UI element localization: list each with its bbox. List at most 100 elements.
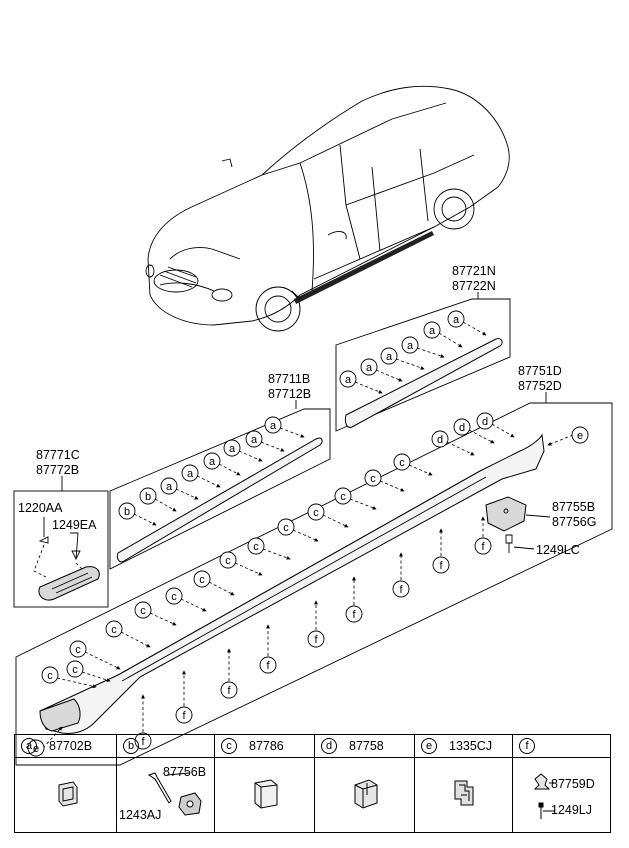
leader-line xyxy=(262,548,291,560)
callout-circle-c xyxy=(334,487,352,505)
clip-e-icon xyxy=(454,780,474,806)
clip-and-screw-f-icon xyxy=(533,773,555,819)
legend-code-d: 87758 xyxy=(349,739,384,753)
legend-part-1243AJ: 1243AJ xyxy=(119,808,162,822)
legend-cell-e: e 1335CJ xyxy=(415,735,513,832)
callout-circle-c xyxy=(277,518,295,536)
callout-letter-c: c xyxy=(225,555,231,567)
callout-letter-a: a xyxy=(229,443,236,455)
callout-letter-f: f xyxy=(141,736,145,748)
leader-line xyxy=(322,514,349,528)
callout-letter-a: a xyxy=(386,351,393,363)
callout-letter-a: a xyxy=(366,362,373,374)
leader-line xyxy=(260,441,285,452)
callout-letter-f: f xyxy=(314,634,318,646)
legend-cell-b: b 87756B 1243AJ xyxy=(117,735,215,832)
label-87721N: 87721N xyxy=(452,264,496,278)
clip-group: 87771C 87772B 1220AA 1249EA xyxy=(13,448,109,608)
leader-line xyxy=(238,450,263,462)
callout-letter-b: b xyxy=(145,491,151,503)
callout-circle-b xyxy=(139,487,157,505)
callout-circle-a xyxy=(380,347,398,365)
screw-and-clip-b-icon xyxy=(147,772,202,816)
clip-d-icon xyxy=(354,779,378,809)
callout-letter-a: a xyxy=(187,468,194,480)
leader-line xyxy=(416,347,445,358)
callout-circle-f xyxy=(259,656,277,674)
callout-letter-c: c xyxy=(111,624,117,636)
callout-letter-a: a xyxy=(166,481,173,493)
callout-circle-f xyxy=(175,706,193,724)
callout-circle-f xyxy=(220,681,238,699)
callout-circle-c xyxy=(134,601,152,619)
callout-circle-a xyxy=(223,439,241,457)
callout-circle-a xyxy=(264,416,282,434)
label-87772B: 87772B xyxy=(36,463,79,477)
leader-line xyxy=(279,427,305,438)
moulding-lower-group: 87711B 87712B xyxy=(109,372,331,570)
letter-circle-a: a xyxy=(21,738,37,754)
callout-letter-e: e xyxy=(577,430,583,442)
callout-circle-f xyxy=(345,605,363,623)
legend-code-e: 1335CJ xyxy=(449,739,493,753)
callout-letter-a: a xyxy=(209,456,216,468)
leader-line xyxy=(446,441,475,456)
callout-letter-c: c xyxy=(72,664,78,676)
legend-part-87756B: 87756B xyxy=(163,765,207,779)
callout-letter-a: a xyxy=(453,314,460,326)
leader-line xyxy=(462,321,487,336)
letter-circle-f: f xyxy=(519,738,535,754)
callout-letter-f: f xyxy=(266,660,270,672)
callout-letter-d: d xyxy=(437,434,443,446)
leader-line xyxy=(42,726,63,749)
callout-circle-a xyxy=(339,370,357,388)
leader-line xyxy=(292,529,319,542)
callout-letter-c: c xyxy=(171,591,177,603)
callout-letter-f: f xyxy=(439,560,443,572)
callout-circle-c xyxy=(307,503,325,521)
callout-circle-a xyxy=(203,452,221,470)
leader-line xyxy=(379,480,405,492)
callout-letter-f: f xyxy=(481,541,485,553)
clip-c-icon xyxy=(254,779,278,809)
callout-circle-e xyxy=(571,426,589,444)
letter-circle-c: c xyxy=(221,738,237,754)
callout-circle-d xyxy=(453,418,471,436)
callout-letter-c: c xyxy=(399,457,405,469)
callout-circle-f xyxy=(474,537,492,555)
leader-line xyxy=(354,381,383,394)
callout-letter-c: c xyxy=(253,541,259,553)
callout-letter-f: f xyxy=(182,710,186,722)
callout-circle-c xyxy=(247,537,265,555)
callout-circle-d xyxy=(476,412,494,430)
callout-letter-d: d xyxy=(459,422,465,434)
legend-cell-c: c 87786 xyxy=(215,735,315,832)
leader-line xyxy=(408,464,433,476)
car-illustration xyxy=(145,85,510,332)
letter-circle-e: e xyxy=(421,738,437,754)
callout-letter-c: c xyxy=(140,605,146,617)
label-87752D: 87752D xyxy=(518,379,562,393)
label-1220AA: 1220AA xyxy=(18,501,63,515)
leader-line xyxy=(234,562,263,576)
callout-circle-a xyxy=(245,430,263,448)
label-87711B: 87711B xyxy=(268,372,310,386)
leader-line xyxy=(208,581,235,596)
label-87751D: 87751D xyxy=(518,364,562,378)
callout-letter-f: f xyxy=(227,685,231,697)
callout-circle-a xyxy=(447,310,465,328)
callout-circle-c xyxy=(105,620,123,638)
callout-letter-a: a xyxy=(407,340,414,352)
callout-circle-f xyxy=(432,556,450,574)
callout-letter-f: f xyxy=(352,609,356,621)
leader-line xyxy=(133,513,157,526)
callout-circle-c xyxy=(393,453,411,471)
callout-circle-f xyxy=(392,580,410,598)
legend-code-c: 87786 xyxy=(249,739,284,753)
callout-circle-c xyxy=(219,551,237,569)
callout-letter-a: a xyxy=(345,374,352,386)
label-87771C: 87771C xyxy=(36,448,80,462)
